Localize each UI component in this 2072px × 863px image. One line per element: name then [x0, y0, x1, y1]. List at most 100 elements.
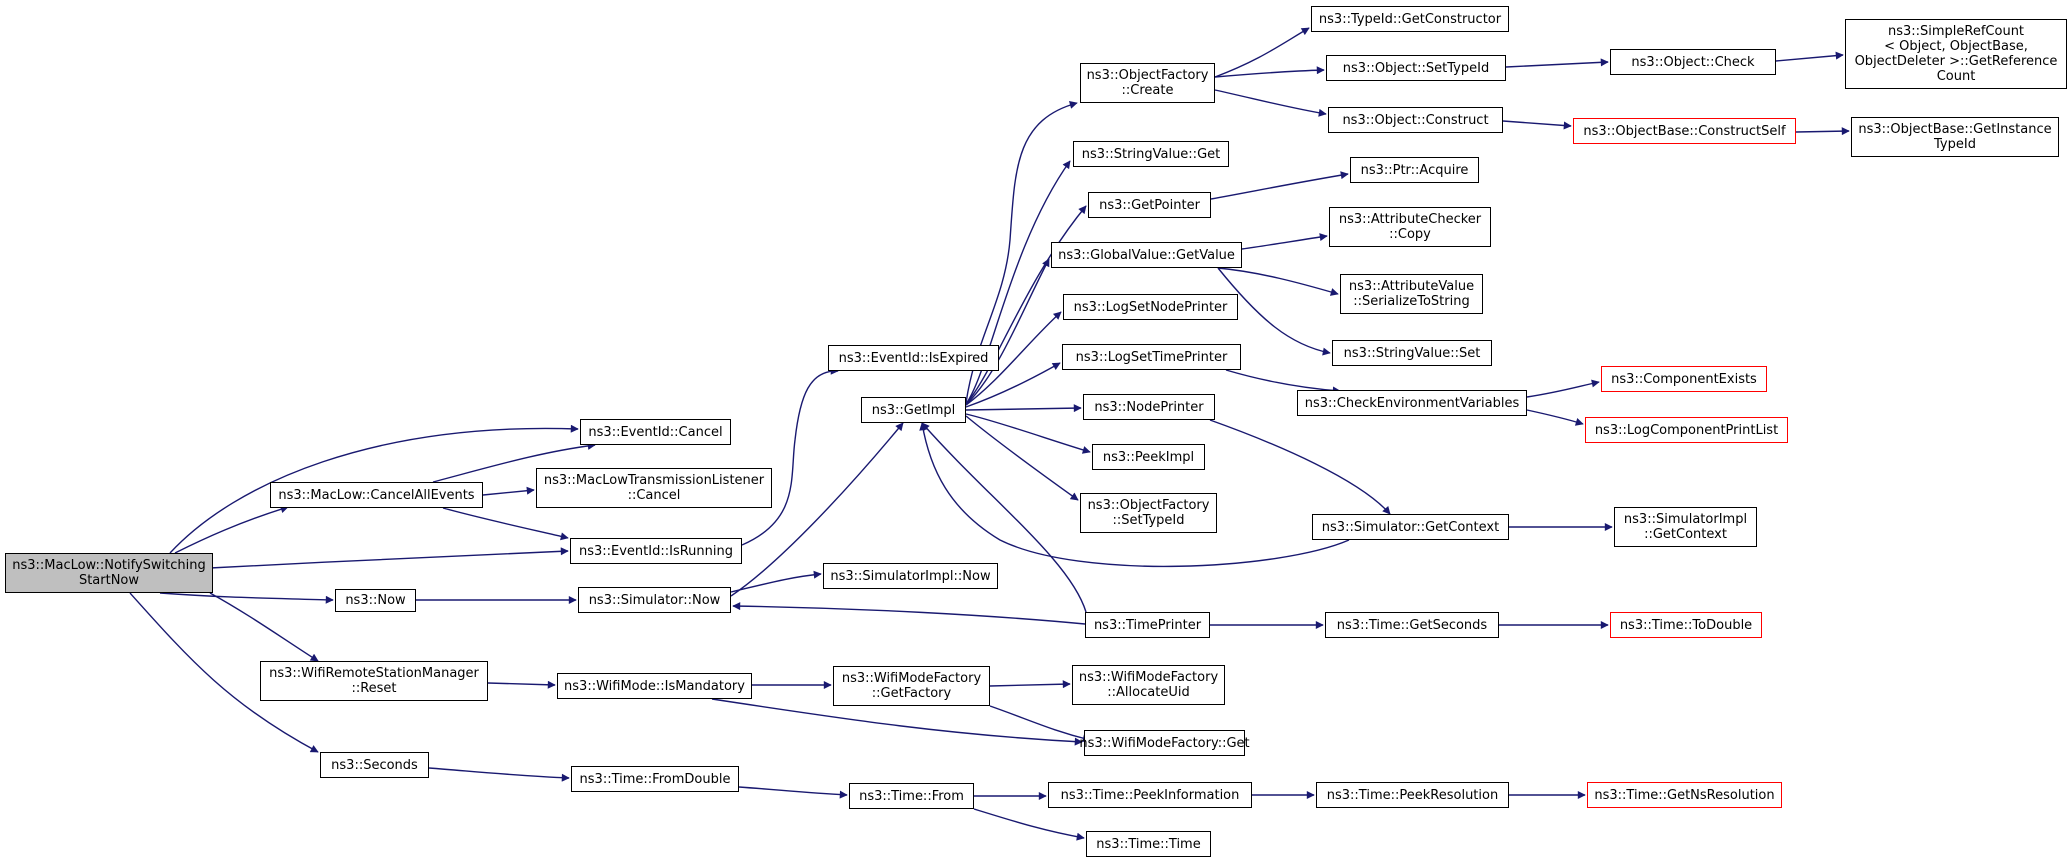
node-label-line: ::Cancel [627, 488, 681, 503]
call-edge [209, 547, 569, 569]
call-edge [965, 258, 1050, 406]
graph-node-simplerefcount[interactable]: ns3::SimpleRefCount< Object, ObjectBase,… [1845, 19, 2067, 89]
graph-node-simimpl-getcontext[interactable]: ns3::SimulatorImpl::GetContext [1614, 507, 1757, 547]
graph-node-isexpired[interactable]: ns3::EventId::IsExpired [828, 345, 999, 371]
node-label-line: ns3::ObjectFactory [1086, 68, 1209, 83]
node-label-line: ::GetFactory [871, 686, 952, 701]
graph-node-wifimode-ismandatory[interactable]: ns3::WifiMode::IsMandatory [557, 673, 752, 699]
graph-node-mtl-cancel[interactable]: ns3::MacLowTransmissionListener::Cancel [536, 468, 772, 508]
graph-node-wrsm-reset[interactable]: ns3::WifiRemoteStationManager::Reset [260, 661, 488, 701]
node-label-line: ns3::Simulator::GetContext [1321, 519, 1500, 535]
call-edge [1214, 27, 1310, 78]
graph-node-gv-getvalue[interactable]: ns3::GlobalValue::GetValue [1051, 242, 1242, 268]
node-label-line: ns3::WifiMode::IsMandatory [564, 678, 745, 694]
call-edge [169, 424, 579, 554]
node-label-line: ns3::Now [345, 593, 406, 608]
graph-node-logsetnodeprinter[interactable]: ns3::LogSetNodePrinter [1063, 294, 1238, 320]
call-edge [1502, 120, 1572, 130]
call-edge [174, 505, 289, 554]
graph-node-isrunning[interactable]: ns3::EventId::IsRunning [570, 538, 742, 564]
graph-node-obj-construct[interactable]: ns3::Object::Construct [1328, 107, 1503, 133]
call-edge [711, 698, 1083, 746]
graph-node-wmf-get[interactable]: ns3::WifiModeFactory::Get [1079, 730, 1250, 756]
graph-node-objfac-settypeid[interactable]: ns3::ObjectFactory::SetTypeId [1080, 493, 1217, 533]
graph-node-time-peekinformation[interactable]: ns3::Time::PeekInformation [1048, 782, 1252, 808]
call-edge [730, 422, 904, 597]
node-label-line: ns3::Time::From [859, 788, 964, 804]
graph-node-checkenv[interactable]: ns3::CheckEnvironmentVariables [1297, 390, 1527, 416]
graph-node-peekimpl[interactable]: ns3::PeekImpl [1092, 444, 1205, 470]
graph-node-sim-now[interactable]: ns3::Simulator::Now [578, 587, 731, 613]
graph-node-logcomponentprintlist[interactable]: ns3::LogComponentPrintList [1585, 417, 1788, 443]
node-label-line: ns3::TimePrinter [1093, 617, 1202, 633]
graph-node-obj-settypeid[interactable]: ns3::Object::SetTypeId [1326, 55, 1506, 81]
call-edge [1214, 66, 1325, 78]
graph-node-typeid-getctor[interactable]: ns3::TypeId::GetConstructor [1311, 6, 1509, 32]
graph-node-time-time[interactable]: ns3::Time::Time [1086, 831, 1211, 857]
node-label-line: ns3::EventId::IsRunning [578, 543, 733, 559]
graph-node-attrchecker-copy[interactable]: ns3::AttributeChecker::Copy [1329, 207, 1491, 247]
graph-node-attrvalue-serialize[interactable]: ns3::AttributeValue::SerializeToString [1340, 274, 1483, 314]
node-label-line: TypeId [1934, 137, 1976, 152]
graph-node-cancelall[interactable]: ns3::MacLow::CancelAllEvents [270, 482, 483, 508]
graph-node-time-fromdouble[interactable]: ns3::Time::FromDouble [571, 766, 739, 792]
node-label-line: ns3::ObjectBase::GetInstance [1858, 122, 2052, 137]
graph-node-wmf-allocateuid[interactable]: ns3::WifiModeFactory::AllocateUid [1072, 665, 1225, 705]
node-label-line: ns3::SimpleRefCount [1887, 24, 2025, 39]
graph-node-sv-set[interactable]: ns3::StringValue::Set [1332, 340, 1492, 366]
node-label-line: ns3::Time::FromDouble [579, 771, 731, 787]
node-label-line: ns3::WifiModeFactory [1078, 670, 1219, 685]
graph-node-sim-getcontext[interactable]: ns3::Simulator::GetContext [1312, 514, 1509, 540]
node-label-line: ObjectDeleter >::GetReference [1854, 54, 2058, 69]
graph-node-simimpl-now[interactable]: ns3::SimulatorImpl::Now [823, 563, 998, 589]
graph-node-eid-cancel[interactable]: ns3::EventId::Cancel [580, 419, 731, 445]
call-edge [1241, 233, 1328, 250]
node-label-line: ns3::Time::Time [1096, 836, 1201, 852]
graph-node-objfac-create[interactable]: ns3::ObjectFactory::Create [1080, 63, 1215, 103]
graph-node-now[interactable]: ns3::Now [335, 589, 416, 612]
graph-node-objbase-constructself[interactable]: ns3::ObjectBase::ConstructSelf [1573, 118, 1796, 144]
node-label-line: ::SetTypeId [1112, 513, 1185, 528]
node-label-line: ns3::EventId::Cancel [588, 424, 723, 440]
call-edge [965, 205, 1087, 405]
node-label-line: ns3::ObjectFactory [1087, 498, 1210, 513]
graph-node-seconds[interactable]: ns3::Seconds [320, 752, 429, 778]
graph-node-time-getseconds[interactable]: ns3::Time::GetSeconds [1325, 612, 1499, 638]
node-label-line: ns3::Time::ToDouble [1619, 617, 1753, 633]
call-edge [1775, 51, 1844, 62]
call-edge [1217, 267, 1331, 356]
graph-node-time-getnsresolution[interactable]: ns3::Time::GetNsResolution [1587, 782, 1782, 808]
graph-node-time-peekresolution[interactable]: ns3::Time::PeekResolution [1316, 782, 1509, 808]
graph-node-ptr-acquire[interactable]: ns3::Ptr::Acquire [1350, 157, 1479, 183]
node-label-line: ns3::Time::GetNsResolution [1594, 787, 1775, 803]
call-edge [738, 786, 848, 799]
node-label-line: ns3::Time::GetSeconds [1336, 617, 1488, 633]
graph-node-timeprinter[interactable]: ns3::TimePrinter [1085, 612, 1210, 638]
call-edge [1795, 127, 1850, 136]
node-label-line: ns3::AttributeValue [1348, 279, 1475, 294]
graph-node-time-todouble[interactable]: ns3::Time::ToDouble [1610, 612, 1762, 638]
graph-node-nodeprinter[interactable]: ns3::NodePrinter [1083, 394, 1215, 420]
graph-node-getimpl[interactable]: ns3::GetImpl [861, 397, 966, 423]
graph-node-time-from[interactable]: ns3::Time::From [849, 783, 974, 809]
call-edge [965, 362, 1061, 408]
node-label-line: ns3::WifiModeFactory [841, 671, 982, 686]
node-label-line: ns3::Seconds [331, 757, 418, 773]
node-label-line: ::AllocateUid [1107, 685, 1190, 700]
node-label-line: ns3::LogComponentPrintList [1594, 422, 1779, 438]
graph-node-logsettimeprinter[interactable]: ns3::LogSetTimePrinter [1062, 344, 1241, 370]
graph-node-getpointer[interactable]: ns3::GetPointer [1088, 192, 1211, 218]
node-label-line: ns3::SimulatorImpl::Now [830, 568, 991, 584]
node-label-line: ns3::GlobalValue::GetValue [1058, 247, 1235, 263]
node-label-line: ::SerializeToString [1353, 294, 1470, 309]
graph-node-wmf-getfactory[interactable]: ns3::WifiModeFactory::GetFactory [833, 666, 990, 706]
graph-node-componentexists[interactable]: ns3::ComponentExists [1601, 366, 1767, 392]
node-label-line: ns3::ComponentExists [1611, 371, 1757, 387]
graph-node-obj-check[interactable]: ns3::Object::Check [1610, 49, 1776, 75]
graph-node-sv-get[interactable]: ns3::StringValue::Get [1073, 141, 1229, 167]
call-edge [209, 592, 319, 662]
node-label-line: ns3::Object::Check [1631, 54, 1755, 70]
